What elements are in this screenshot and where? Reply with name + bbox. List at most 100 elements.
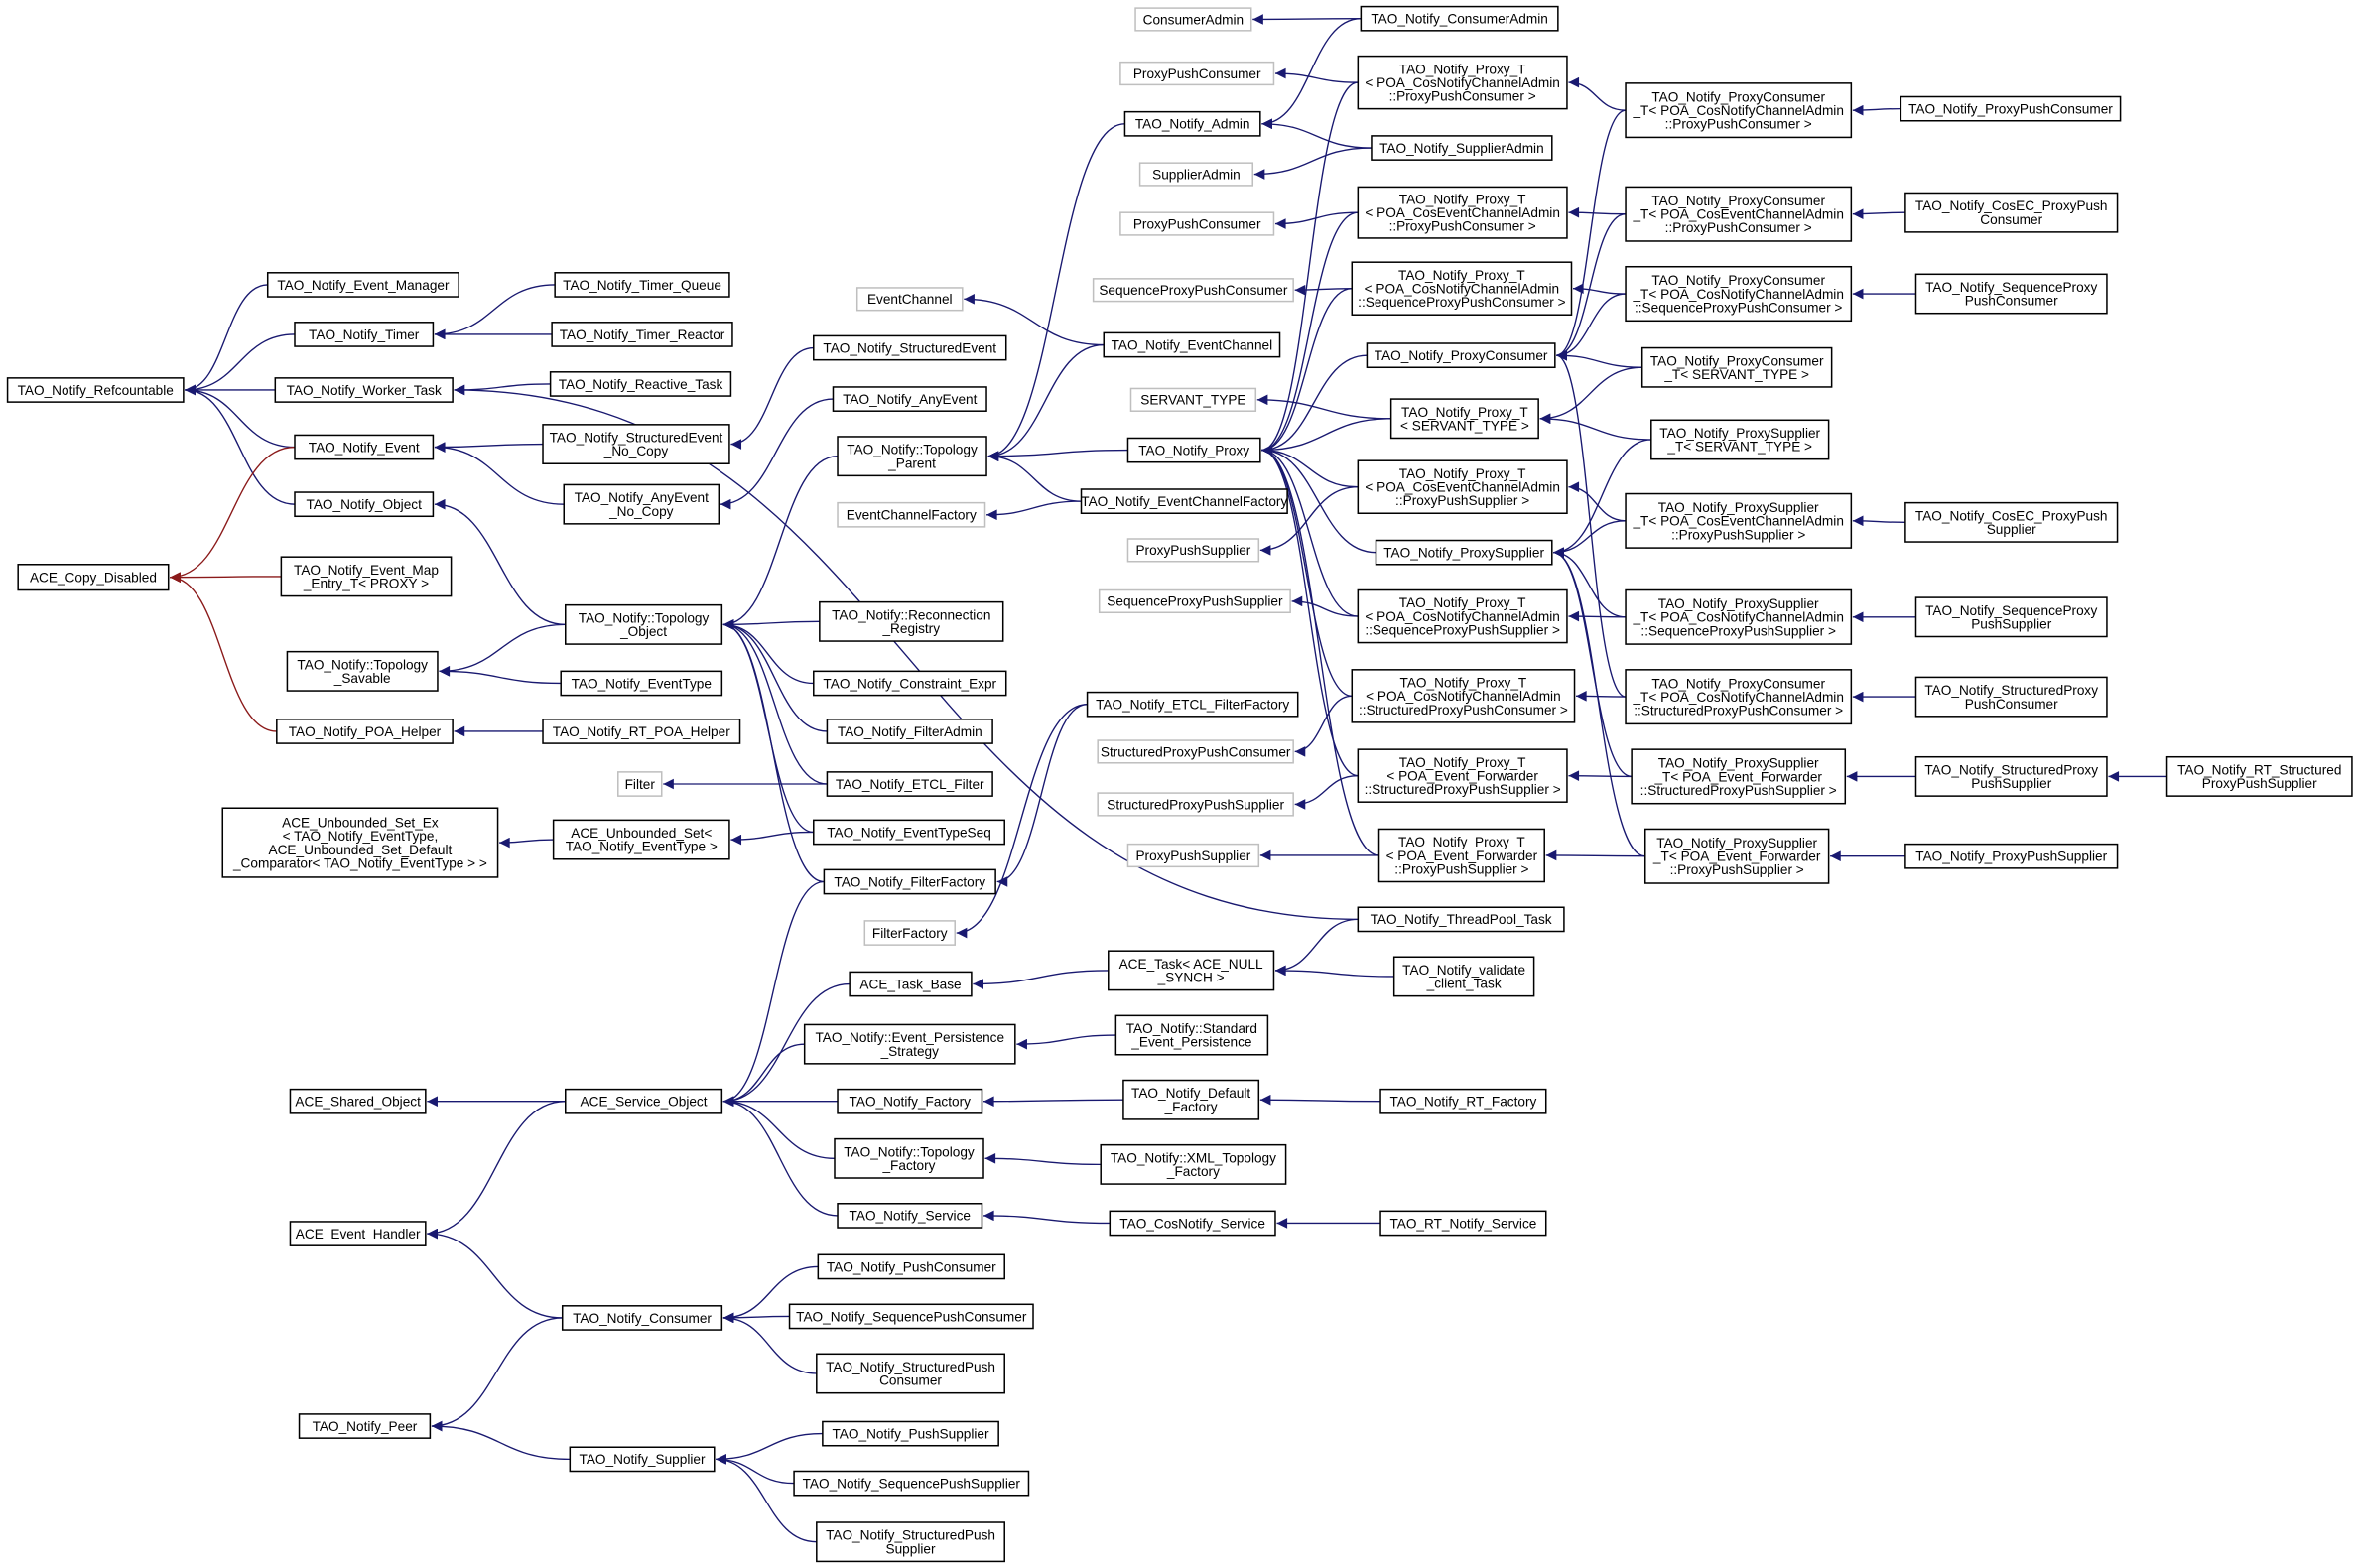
class-node-tao-notify-cosec-proxypush-consumer[interactable]: TAO_Notify_CosEC_ProxyPushConsumer [1904,192,2119,233]
class-node-tao-notify-sequencepushconsumer[interactable]: TAO_Notify_SequencePushConsumer [788,1303,1034,1330]
class-node-tao-notify-pushsupplier[interactable]: TAO_Notify_PushSupplier [822,1420,999,1447]
class-node-tao-notify-event-manager[interactable]: TAO_Notify_Event_Manager [266,272,459,298]
class-node-tao-notify-proxy-t-poa-cosnotifychanneladmin-sequenceproxypushsupplier[interactable]: TAO_Notify_Proxy_T< POA_CosNotifyChannel… [1357,588,1568,644]
class-node-tao-notify-default-factory[interactable]: TAO_Notify_Default_Factory [1122,1079,1260,1120]
class-node-tao-notify-event[interactable]: TAO_Notify_Event [294,434,435,460]
class-node-tao-notify-proxysupplier-t-poa-cosnotifychanneladmin-sequenceproxypushsupplier[interactable]: TAO_Notify_ProxySupplier_T< POA_CosNotif… [1625,588,1853,645]
class-node-tao-notify-eventtype[interactable]: TAO_Notify_EventType [560,670,723,697]
class-node-tao-notify-proxysupplier-t-poa-event-forwarder-proxypushsupplier[interactable]: TAO_Notify_ProxySupplier_T< POA_Event_Fo… [1643,828,1830,884]
class-node-tao-notify-proxysupplier-t-servant-type[interactable]: TAO_Notify_ProxySupplier_T< SERVANT_TYPE… [1650,419,1830,460]
class-node-tao-notify-factory[interactable]: TAO_Notify_Factory [837,1088,983,1114]
class-name-line: TAO_Notify_Proxy_T [1399,192,1526,206]
class-node-ace-unbounded-set-tao-notify-eventtype[interactable]: ACE_Unbounded_Set<TAO_Notify_EventType > [552,819,730,860]
class-node-tao-notify-poa-helper[interactable]: TAO_Notify_POA_Helper [276,719,454,744]
class-node-tao-notify-sequencepushsupplier[interactable]: TAO_Notify_SequencePushSupplier [793,1470,1030,1497]
class-node-tao-notify-anyevent[interactable]: TAO_Notify_AnyEvent [832,386,987,412]
class-node-tao-notify-standard-event-persistence[interactable]: TAO_Notify::Standard_Event_Persistence [1114,1014,1269,1056]
class-node-tao-notify-proxysupplier[interactable]: TAO_Notify_ProxySupplier [1375,539,1553,566]
inheritance-arrow-xmlfact-to-topfact [984,1153,1102,1166]
class-node-ace-copy-disabled[interactable]: ACE_Copy_Disabled [17,564,170,591]
class-node-tao-notify-topology-savable[interactable]: TAO_Notify::Topology_Savable [286,650,439,692]
class-node-tao-notify-proxy-t-poa-cosnotifychanneladmin-structuredproxypushconsumer[interactable]: TAO_Notify_Proxy_T< POA_CosNotifyChannel… [1351,669,1576,723]
class-node-tao-notify-topology-parent[interactable]: TAO_Notify::Topology_Parent [837,436,987,477]
class-node-tao-cosnotify-service[interactable]: TAO_CosNotify_Service [1109,1210,1276,1237]
class-name-line: TAO_Notify_Proxy_T [1399,755,1526,770]
class-node-tao-notify-supplier[interactable]: TAO_Notify_Supplier [569,1446,716,1473]
class-node-tao-notify-service[interactable]: TAO_Notify_Service [837,1203,983,1229]
class-node-ace-service-object[interactable]: ACE_Service_Object [564,1088,723,1114]
class-name-line: ProxyPushSupplier [2202,776,2317,791]
class-node-tao-notify-refcountable[interactable]: TAO_Notify_Refcountable [6,377,185,403]
class-node-tao-notify-structuredevent-no-copy[interactable]: TAO_Notify_StructuredEvent_No_Copy [542,424,730,464]
class-node-tao-notify-timer-reactor[interactable]: TAO_Notify_Timer_Reactor [551,322,733,347]
class-node-tao-rt-notify-service[interactable]: TAO_RT_Notify_Service [1379,1210,1547,1237]
class-node-tao-notify-eventchannel[interactable]: TAO_Notify_EventChannel [1103,331,1281,358]
class-node-tao-notify-anyevent-no-copy[interactable]: TAO_Notify_AnyEvent_No_Copy [563,483,720,525]
class-node-tao-notify-proxyconsumer-t-poa-cosnotifychanneladmin-sequenceproxypushconsumer[interactable]: TAO_Notify_ProxyConsumer_T< POA_CosNotif… [1625,265,1853,323]
class-node-tao-notify-cosec-proxypush-supplier[interactable]: TAO_Notify_CosEC_ProxyPushSupplier [1904,501,2119,543]
class-node-tao-notify-etcl-filterfactory[interactable]: TAO_Notify_ETCL_FilterFactory [1086,691,1299,718]
class-node-tao-notify-proxyconsumer-t-poa-cosnotifychanneladmin-structuredproxypushconsumer[interactable]: TAO_Notify_ProxyConsumer_T< POA_CosNotif… [1625,669,1853,725]
class-node-tao-notify-proxypushconsumer[interactable]: TAO_Notify_ProxyPushConsumer [1900,95,2122,122]
class-node-tao-notify-proxy-t-poa-event-forwarder-proxypushsupplier[interactable]: TAO_Notify_Proxy_T< POA_Event_Forwarder:… [1377,828,1545,883]
class-node-tao-notify-proxyconsumer-t-poa-cosnotifychanneladmin-proxypushconsumer[interactable]: TAO_Notify_ProxyConsumer_T< POA_CosNotif… [1625,82,1853,139]
class-node-tao-notify-proxypushsupplier[interactable]: TAO_Notify_ProxyPushSupplier [1904,843,2119,869]
class-node-filter: Filter [617,771,663,797]
class-node-tao-notify-proxyconsumer-t-poa-coseventchanneladmin-proxypushconsumer[interactable]: TAO_Notify_ProxyConsumer_T< POA_CosEvent… [1625,186,1853,242]
class-node-ace-task-ace-null-synch[interactable]: ACE_Task< ACE_NULL_SYNCH > [1108,950,1275,991]
class-node-tao-notify-proxy-t-servant-type[interactable]: TAO_Notify_Proxy_T< SERVANT_TYPE > [1389,398,1539,440]
class-node-ace-task-base[interactable]: ACE_Task_Base [849,971,973,997]
class-node-tao-notify-xml-topology-factory[interactable]: TAO_Notify::XML_Topology_Factory [1100,1143,1287,1185]
class-node-tao-notify-proxy-t-poa-event-forwarder-structuredproxypushsupplier[interactable]: TAO_Notify_Proxy_T< POA_Event_Forwarder:… [1357,748,1568,803]
class-node-tao-notify-structuredevent[interactable]: TAO_Notify_StructuredEvent [813,334,1007,361]
class-node-tao-notify-sequenceproxy-pushsupplier[interactable]: TAO_Notify_SequenceProxyPushSupplier [1914,596,2108,638]
class-node-ace-shared-object[interactable]: ACE_Shared_Object [289,1088,427,1114]
class-node-tao-notify-filteradmin[interactable]: TAO_Notify_FilterAdmin [826,719,993,744]
class-node-tao-notify-reactive-task[interactable]: TAO_Notify_Reactive_Task [549,371,732,397]
class-node-tao-notify-event-map-entry-t-proxy[interactable]: TAO_Notify_Event_Map_Entry_T< PROXY > [280,556,453,597]
class-node-ace-event-handler[interactable]: ACE_Event_Handler [289,1221,427,1246]
class-node-tao-notify-worker-task[interactable]: TAO_Notify_Worker_Task [274,377,454,403]
class-node-tao-notify-rt-poa-helper[interactable]: TAO_Notify_RT_POA_Helper [542,719,741,744]
class-node-tao-notify-topology-factory[interactable]: TAO_Notify::Topology_Factory [834,1137,984,1179]
class-node-tao-notify-reconnection-registry[interactable]: TAO_Notify::Reconnection_Registry [819,600,1004,642]
class-node-tao-notify-proxysupplier-t-poa-coseventchanneladmin-proxypushsupplier[interactable]: TAO_Notify_ProxySupplier_T< POA_CosEvent… [1625,492,1853,549]
class-node-tao-notify-consumer[interactable]: TAO_Notify_Consumer [561,1305,723,1331]
class-node-tao-notify-proxy-t-poa-coseventchanneladmin-proxypushsupplier[interactable]: TAO_Notify_Proxy_T< POA_CosEventChannelA… [1357,459,1568,515]
class-node-tao-notify-proxyconsumer-t-servant-type[interactable]: TAO_Notify_ProxyConsumer_T< SERVANT_TYPE… [1640,346,1833,388]
class-node-tao-notify-filterfactory[interactable]: TAO_Notify_FilterFactory [823,868,996,895]
class-node-tao-notify-timer[interactable]: TAO_Notify_Timer [294,322,435,347]
class-node-tao-notify-proxy-t-poa-cosnotifychanneladmin-sequenceproxypushconsumer[interactable]: TAO_Notify_Proxy_T< POA_CosNotifyChannel… [1351,261,1573,316]
class-node-tao-notify-supplieradmin[interactable]: TAO_Notify_SupplierAdmin [1371,135,1553,161]
class-node-ace-unbounded-set-ex-tao-notify-eventtype-ace-unbounded-set-default-comparator-tao-notify-eventtype[interactable]: ACE_Unbounded_Set_Ex< TAO_Notify_EventTy… [221,807,499,878]
class-node-tao-notify-constraint-expr[interactable]: TAO_Notify_Constraint_Expr [813,670,1007,697]
class-node-tao-notify-proxysupplier-t-poa-event-forwarder-structuredproxypushsupplier[interactable]: TAO_Notify_ProxySupplier_T< POA_Event_Fo… [1631,748,1847,805]
class-node-tao-notify-sequenceproxy-pushconsumer[interactable]: TAO_Notify_SequenceProxyPushConsumer [1914,273,2108,315]
class-box [1114,1014,1269,1056]
class-node-tao-notify-topology-object[interactable]: TAO_Notify::Topology_Object [564,603,723,645]
class-node-tao-notify-rt-structured-proxypushsupplier[interactable]: TAO_Notify_RT_StructuredProxyPushSupplie… [2165,755,2353,797]
class-name-line: TAO_Notify_EventType [572,676,712,691]
class-node-tao-notify-rt-factory[interactable]: TAO_Notify_RT_Factory [1379,1088,1547,1114]
class-name-line: TAO_Notify_ProxyPushSupplier [1915,849,2107,864]
class-node-tao-notify-admin[interactable]: TAO_Notify_Admin [1123,110,1261,137]
class-node-tao-notify-etcl-filter[interactable]: TAO_Notify_ETCL_Filter [826,771,993,797]
class-node-tao-notify-proxy-t-poa-cosnotifychanneladmin-proxypushconsumer[interactable]: TAO_Notify_Proxy_T< POA_CosNotifyChannel… [1357,55,1568,110]
class-node-tao-notify-eventchannelfactory[interactable]: TAO_Notify_EventChannelFactory [1080,488,1288,515]
class-node-tao-notify-threadpool-task[interactable]: TAO_Notify_ThreadPool_Task [1357,906,1565,933]
class-node-tao-notify-proxy[interactable]: TAO_Notify_Proxy [1126,437,1261,463]
class-node-tao-notify-object[interactable]: TAO_Notify_Object [294,491,435,518]
class-node-tao-notify-consumeradmin[interactable]: TAO_Notify_ConsumerAdmin [1360,5,1559,32]
class-node-tao-notify-proxyconsumer[interactable]: TAO_Notify_ProxyConsumer [1366,342,1556,369]
class-node-tao-notify-event-persistence-strategy[interactable]: TAO_Notify::Event_Persistence_Strategy [803,1023,1016,1065]
class-node-tao-notify-structuredproxy-pushconsumer[interactable]: TAO_Notify_StructuredProxyPushConsumer [1914,676,2108,718]
class-node-tao-notify-structuredproxy-pushsupplier[interactable]: TAO_Notify_StructuredProxyPushSupplier [1914,755,2108,797]
class-node-tao-notify-eventtypeseq[interactable]: TAO_Notify_EventTypeSeq [813,819,1005,846]
class-node-tao-notify-proxy-t-poa-coseventchanneladmin-proxypushconsumer[interactable]: TAO_Notify_Proxy_T< POA_CosEventChannelA… [1357,186,1568,239]
class-node-tao-notify-validate-client-task[interactable]: TAO_Notify_validate_client_Task [1392,956,1535,997]
class-node-tao-notify-pushconsumer[interactable]: TAO_Notify_PushConsumer [817,1253,1005,1280]
class-node-tao-notify-peer[interactable]: TAO_Notify_Peer [298,1413,432,1439]
class-node-tao-notify-timer-queue[interactable]: TAO_Notify_Timer_Queue [554,272,730,298]
